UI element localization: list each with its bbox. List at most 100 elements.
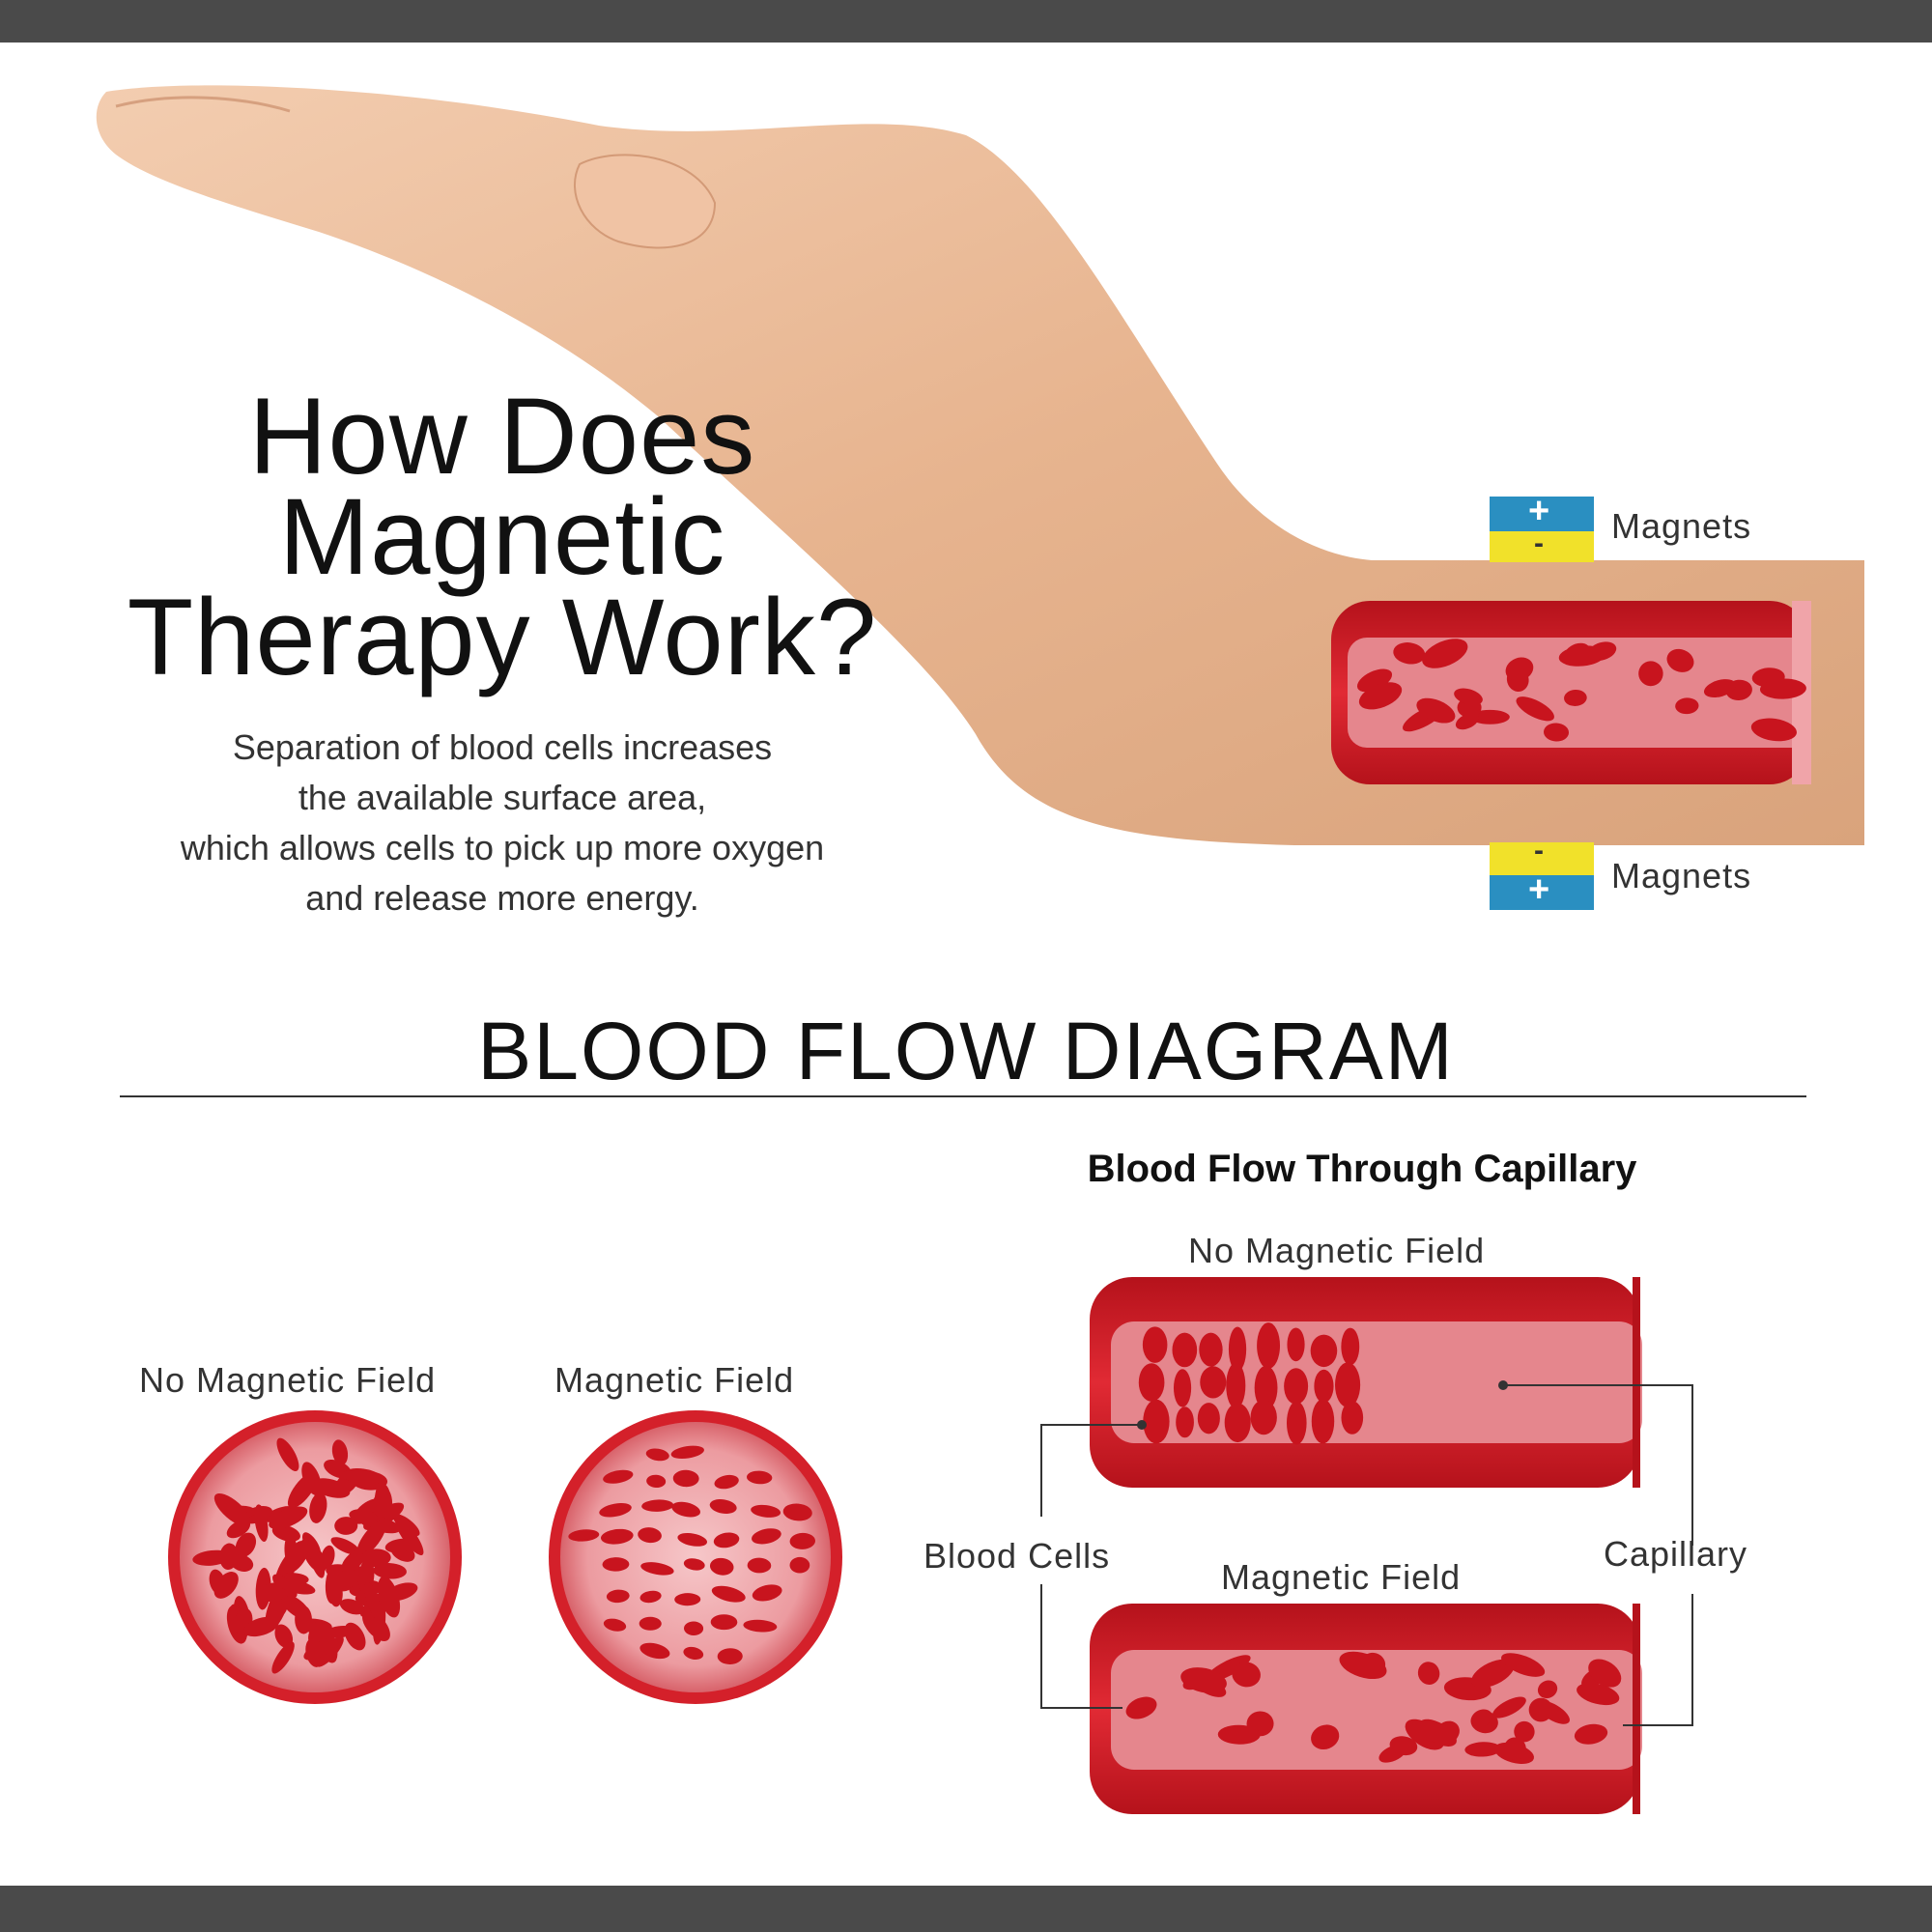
blood-cell	[747, 1470, 773, 1485]
magnets-label-top: Magnets	[1611, 506, 1752, 546]
blood-cell	[1226, 1362, 1246, 1409]
blood-cell	[330, 1537, 360, 1555]
blood-cell	[600, 1528, 634, 1545]
page-title: How Does Magnetic Therapy Work?	[77, 376, 927, 697]
magnet-bottom	[1490, 842, 1594, 910]
blood-cell	[1341, 1401, 1364, 1435]
blood-cell	[1505, 657, 1534, 681]
blood-cell	[283, 1542, 309, 1574]
blood-cell	[683, 1621, 704, 1635]
blood-cell	[1172, 1332, 1198, 1368]
cross-section-right-label: Magnetic Field	[554, 1360, 795, 1400]
cross-section-left-label: No Magnetic Field	[139, 1360, 437, 1400]
blood-cell	[1232, 1662, 1261, 1688]
blood-cell	[1418, 1719, 1457, 1747]
blood-cell	[645, 1448, 669, 1462]
blood-cell	[373, 1563, 407, 1579]
capillary-clumped-cells	[1138, 1322, 1364, 1445]
blood-cell	[640, 1562, 674, 1576]
blood-cell	[1360, 1652, 1386, 1676]
blood-cell	[1422, 639, 1468, 668]
blood-cell	[1564, 689, 1587, 706]
blood-cell	[1464, 1742, 1501, 1757]
blood-cell	[364, 1581, 383, 1621]
blood-cell	[752, 1528, 781, 1545]
blood-cell	[325, 1567, 340, 1605]
magnet-top	[1490, 497, 1594, 562]
blood-cell	[276, 1437, 299, 1471]
blood-cell	[1577, 1683, 1620, 1706]
blood-cell	[711, 1585, 746, 1603]
blood-cell	[1501, 1653, 1546, 1677]
title-line-3: Therapy Work?	[127, 577, 878, 697]
capillary-top-label: No Magnetic Field	[1188, 1231, 1486, 1270]
blood-cell	[1503, 1737, 1526, 1761]
blood-cell	[1471, 1709, 1492, 1727]
blood-cell	[1287, 1327, 1305, 1362]
blood-cell	[341, 1548, 367, 1574]
blood-cell	[789, 1556, 810, 1574]
blood-cell	[243, 1616, 279, 1637]
blood-cell	[362, 1610, 390, 1641]
blood-cell	[1173, 1369, 1192, 1407]
blood-cell	[683, 1558, 705, 1571]
magnet-top-minus: -	[1534, 527, 1544, 559]
blood-cell	[271, 1524, 300, 1542]
magnet-top-plus: +	[1528, 491, 1550, 531]
title-line-1: How Does	[248, 376, 756, 497]
blood-cell	[269, 1506, 308, 1529]
description-line-4: and release more energy.	[305, 878, 699, 918]
capillary-title: Blood Flow Through Capillary	[1087, 1148, 1637, 1190]
capillary-no-field	[1090, 1277, 1642, 1488]
blood-cell	[1543, 723, 1570, 742]
blood-cell	[209, 1569, 226, 1595]
blood-cell	[378, 1576, 401, 1618]
blood-cell	[1197, 1403, 1220, 1435]
blood-cell	[672, 1469, 699, 1488]
section-divider	[120, 1095, 1806, 1097]
blood-cell	[671, 1501, 701, 1518]
blood-cell	[1587, 641, 1617, 661]
blood-cell	[339, 1599, 365, 1615]
blood-cell	[714, 1474, 739, 1490]
blood-cell	[356, 1520, 386, 1557]
blood-cell	[1257, 1322, 1281, 1369]
section-title: BLOOD FLOW DIAGRAM	[477, 1006, 1455, 1096]
blood-cell	[1455, 713, 1479, 730]
magnet-bottom-minus: -	[1534, 835, 1544, 867]
capillary-separated-cells	[1125, 1651, 1622, 1764]
blood-cell	[568, 1529, 600, 1542]
blood-cell	[710, 1614, 738, 1631]
blood-cell	[1563, 642, 1591, 665]
capillary-callout-dot	[1498, 1380, 1508, 1390]
blood-cell	[1358, 682, 1403, 710]
blood-cell	[344, 1622, 366, 1651]
blood-cell	[1284, 1368, 1309, 1405]
blood-cell	[709, 1499, 737, 1514]
blood-cell	[1314, 1369, 1334, 1404]
blood-cell	[287, 1471, 318, 1509]
blood-cell	[1514, 1720, 1535, 1743]
blood-cell	[1138, 1363, 1165, 1402]
blood-cell	[219, 1543, 239, 1571]
blood-cell	[384, 1538, 414, 1553]
blood-cell	[235, 1532, 257, 1557]
blood-cell	[602, 1557, 630, 1572]
blood-cell	[683, 1646, 704, 1661]
blood-cell	[374, 1485, 393, 1518]
blood-cell	[1334, 1362, 1361, 1407]
blood-cell	[1516, 696, 1554, 722]
magnet-bottom-plus: +	[1528, 869, 1550, 910]
blood-cell	[603, 1469, 634, 1484]
blood-cell	[639, 1642, 670, 1660]
blood-cell	[1217, 1724, 1261, 1745]
blood-cell	[1310, 1334, 1338, 1368]
blood-cell	[1417, 1662, 1440, 1685]
blood-cell	[751, 1504, 781, 1518]
blood-cell	[1180, 1667, 1227, 1693]
blood-cell	[1393, 642, 1426, 665]
blood-cell	[1228, 1326, 1247, 1372]
blood-cell	[395, 1518, 424, 1556]
blood-cell	[1125, 1696, 1157, 1719]
bottom-frame-bar	[0, 1886, 1932, 1932]
